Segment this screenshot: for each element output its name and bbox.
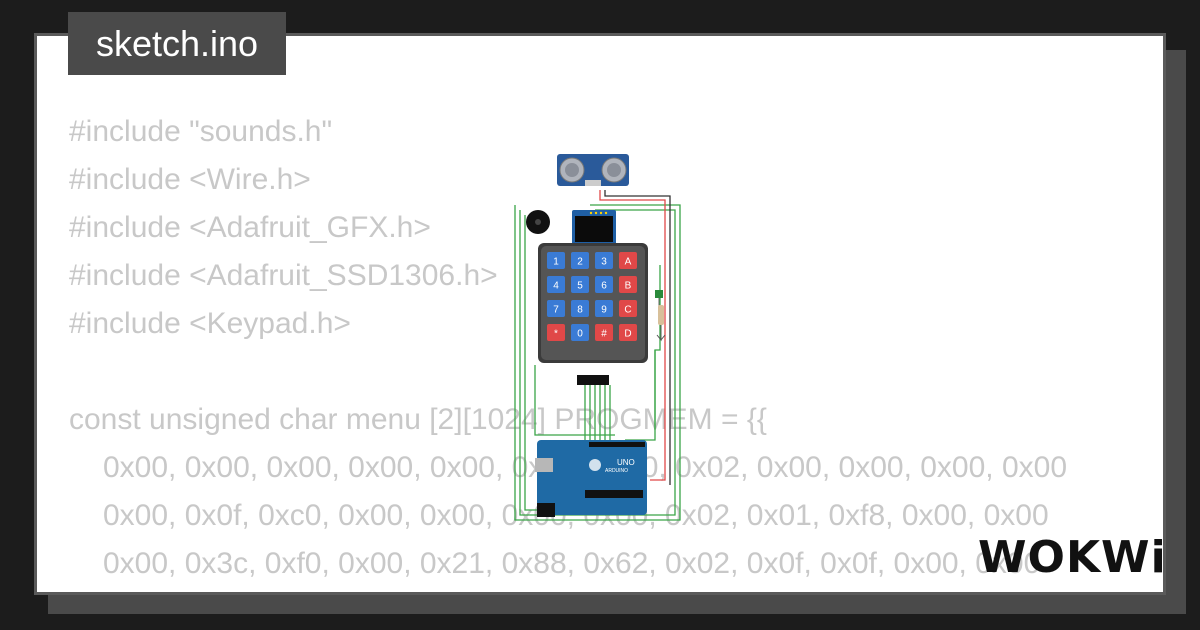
arduino-uno: ARDUINO UNO [535, 440, 647, 517]
keypad-key-label: 4 [553, 281, 559, 292]
keypad-key: D [619, 324, 637, 341]
keypad-key-label: A [625, 257, 632, 268]
resistor [656, 305, 666, 342]
keypad-key: 0 [571, 324, 589, 341]
keypad-key-label: 0 [577, 329, 583, 340]
arduino-brand: ARDUINO [605, 468, 628, 474]
wires [514, 190, 681, 521]
keypad-key: C [619, 300, 637, 317]
code-line: 0x00, 0x70, 0x38, 0x00, 0x00, 0x00, 0x00… [69, 588, 1131, 592]
code-line: #include "sounds.h" [69, 115, 333, 148]
oled-display [572, 210, 616, 248]
code-line: #include <Wire.h> [69, 163, 311, 196]
circuit-diagram: 1 2 3 A 4 5 6 B 7 8 9 C * 0 # D ARDUINO UNO [514, 154, 681, 521]
keypad-key: 3 [595, 252, 613, 269]
keypad-key-label: 7 [553, 305, 559, 316]
code-line: 0x00, 0x3c, 0xf0, 0x00, 0x21, 0x88, 0x62… [103, 547, 1041, 580]
code-line: #include <Adafruit_GFX.h> [69, 211, 431, 244]
keypad-key: 9 [595, 300, 613, 317]
arduino-model: UNO [617, 458, 635, 467]
buzzer [526, 210, 550, 234]
keypad-key: 8 [571, 300, 589, 317]
keypad-key-label: B [625, 281, 632, 292]
keypad-key-label: * [554, 329, 558, 340]
code-line: #include <Keypad.h> [69, 307, 351, 340]
code-line: #include <Adafruit_SSD1306.h> [69, 259, 498, 292]
file-title: sketch.ino [68, 12, 286, 75]
keypad-key: 4 [547, 276, 565, 293]
keypad-key: # [595, 324, 613, 341]
code-line: 0x00, 0x0f, 0xc0, 0x00, 0x00, 0x00, 0x00… [103, 499, 1049, 532]
keypad-key-label: D [624, 329, 631, 340]
keypad-key-label: 8 [577, 305, 583, 316]
code-line: const unsigned char menu [2][1024] PROGM… [69, 403, 767, 436]
keypad-key: 5 [571, 276, 589, 293]
keypad-key-label: 9 [601, 305, 607, 316]
ultrasonic-sensor [557, 154, 629, 186]
keypad-key: 2 [571, 252, 589, 269]
code-preview: #include "sounds.h" #include <Wire.h> #inc… [69, 108, 1131, 592]
keypad-key-label: 1 [553, 257, 559, 268]
wokwi-logo: WOKWi [978, 532, 1167, 583]
keypad-key: 1 [547, 252, 565, 269]
keypad-key-label: 3 [601, 257, 607, 268]
keypad-key: B [619, 276, 637, 293]
keypad-key: 6 [595, 276, 613, 293]
keypad-key-label: 6 [601, 281, 607, 292]
keypad-key: * [547, 324, 565, 341]
keypad: 1 2 3 A 4 5 6 B 7 8 9 C * 0 # D [538, 243, 648, 385]
keypad-key-label: 2 [577, 257, 583, 268]
keypad-key-label: C [624, 305, 631, 316]
keypad-key: 7 [547, 300, 565, 317]
keypad-key-label: # [601, 329, 607, 340]
keypad-key: A [619, 252, 637, 269]
keypad-key-label: 5 [577, 281, 583, 292]
